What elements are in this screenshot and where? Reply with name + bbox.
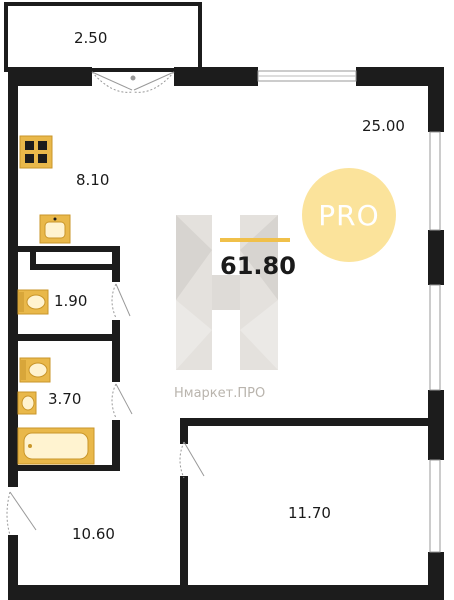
room-area-bedroom: 11.70 bbox=[288, 504, 331, 522]
wall-top-mid bbox=[174, 67, 258, 86]
balcony-door bbox=[91, 71, 175, 93]
room-area-hall: 10.60 bbox=[72, 525, 115, 543]
room-area-balcony: 2.50 bbox=[74, 29, 108, 47]
wall-bath-bottom bbox=[14, 465, 120, 471]
wall-right-3 bbox=[428, 390, 444, 460]
wall-bedroom-left-1 bbox=[180, 418, 188, 444]
total-area: 61.80 bbox=[220, 252, 296, 280]
wall-top-left bbox=[10, 67, 92, 86]
wall-right-1 bbox=[428, 67, 444, 132]
wall-bath-right-1 bbox=[112, 246, 120, 282]
toilet-icon bbox=[17, 289, 49, 315]
room-area-bath: 3.70 bbox=[48, 390, 82, 408]
entrance-door bbox=[6, 491, 37, 536]
windows-right bbox=[429, 131, 441, 553]
wall-bedroom-top bbox=[180, 418, 430, 426]
room-area-toilet: 1.90 bbox=[54, 292, 88, 310]
wall-bath-mid bbox=[14, 334, 120, 341]
wall-bath-right-2 bbox=[112, 320, 120, 382]
watermark-text: Нмаркет.ПРО bbox=[174, 386, 266, 401]
wall-left-bottom bbox=[8, 535, 18, 600]
bathtub-icon bbox=[17, 427, 95, 465]
wall-left bbox=[8, 67, 18, 487]
wall-bottom bbox=[8, 585, 444, 600]
room-area-kitchen: 8.10 bbox=[76, 171, 110, 189]
room-area-living: 25.00 bbox=[362, 117, 405, 135]
toilet-icon-2 bbox=[19, 357, 51, 383]
pro-badge: PRO bbox=[302, 168, 396, 262]
pro-badge-text: PRO bbox=[318, 198, 380, 232]
washbasin-icon bbox=[17, 391, 37, 415]
total-area-accent bbox=[220, 238, 290, 242]
bath-doors bbox=[111, 283, 133, 419]
wall-bedroom-left-2 bbox=[180, 476, 188, 586]
wall-bath-right-3 bbox=[112, 420, 120, 470]
kitchen-sink-icon bbox=[39, 214, 71, 244]
watermark-logo bbox=[176, 215, 278, 370]
bedroom-door bbox=[179, 441, 205, 479]
wall-right-2 bbox=[428, 230, 444, 285]
wall-bath-top bbox=[30, 246, 120, 252]
stove-icon bbox=[19, 135, 53, 169]
wall-top-right bbox=[356, 67, 430, 86]
